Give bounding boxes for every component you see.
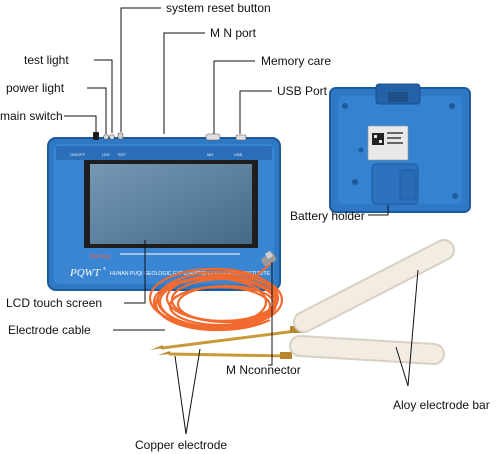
- usb-port[interactable]: [235, 134, 247, 141]
- warning-fine-print: [120, 253, 240, 255]
- port-text-rst: RST: [118, 152, 127, 157]
- brand-mark: ®: [103, 266, 106, 271]
- electrode-cable-coil: [148, 261, 284, 332]
- label-test-light: test light: [24, 53, 69, 67]
- copper-electrodes: [150, 326, 306, 359]
- port-text-led: LED: [102, 152, 110, 157]
- label-copper-electrode: Copper electrode: [135, 438, 228, 452]
- main-switch[interactable]: [93, 132, 99, 140]
- power-light: [103, 134, 109, 140]
- mn-connector-plug: [261, 250, 277, 267]
- label-memory-care: Memory care: [261, 54, 332, 68]
- label-aloy-electrode-bar: Aloy electrode bar: [393, 398, 490, 412]
- label-power-light: power light: [6, 81, 65, 95]
- leader-lines: [64, 7, 419, 435]
- label-battery-holder: Battery holder: [290, 209, 365, 223]
- label-system-reset-button: system reset button: [166, 1, 271, 15]
- mn-port[interactable]: [205, 133, 221, 141]
- label-mn-connector: M Nconnector: [226, 363, 301, 377]
- port-text-onoff: ON/OFF: [70, 152, 86, 157]
- maker-name: HUNAN PUQI GEOLOGIC EXPLORATION EQUIPMEN…: [110, 271, 271, 277]
- battery-holder-device: [329, 83, 471, 213]
- alloy-electrode-bars: [289, 239, 455, 365]
- port-text-mn: MN: [207, 152, 213, 157]
- label-usb-port: USB Port: [277, 84, 328, 98]
- label-electrode-cable: Electrode cable: [8, 323, 91, 337]
- brand-logo: PQWT: [69, 267, 101, 279]
- label-main-switch: main switch: [0, 109, 63, 123]
- port-text-usb: USB: [234, 152, 243, 157]
- lcd-touch-screen[interactable]: [84, 160, 258, 248]
- warning-text: Warning: [90, 254, 110, 260]
- label-lcd-touch-screen: LCD touch screen: [6, 296, 103, 310]
- label-mn-port: M N port: [210, 26, 257, 40]
- system-reset-button[interactable]: [117, 132, 124, 140]
- test-light: [109, 134, 115, 140]
